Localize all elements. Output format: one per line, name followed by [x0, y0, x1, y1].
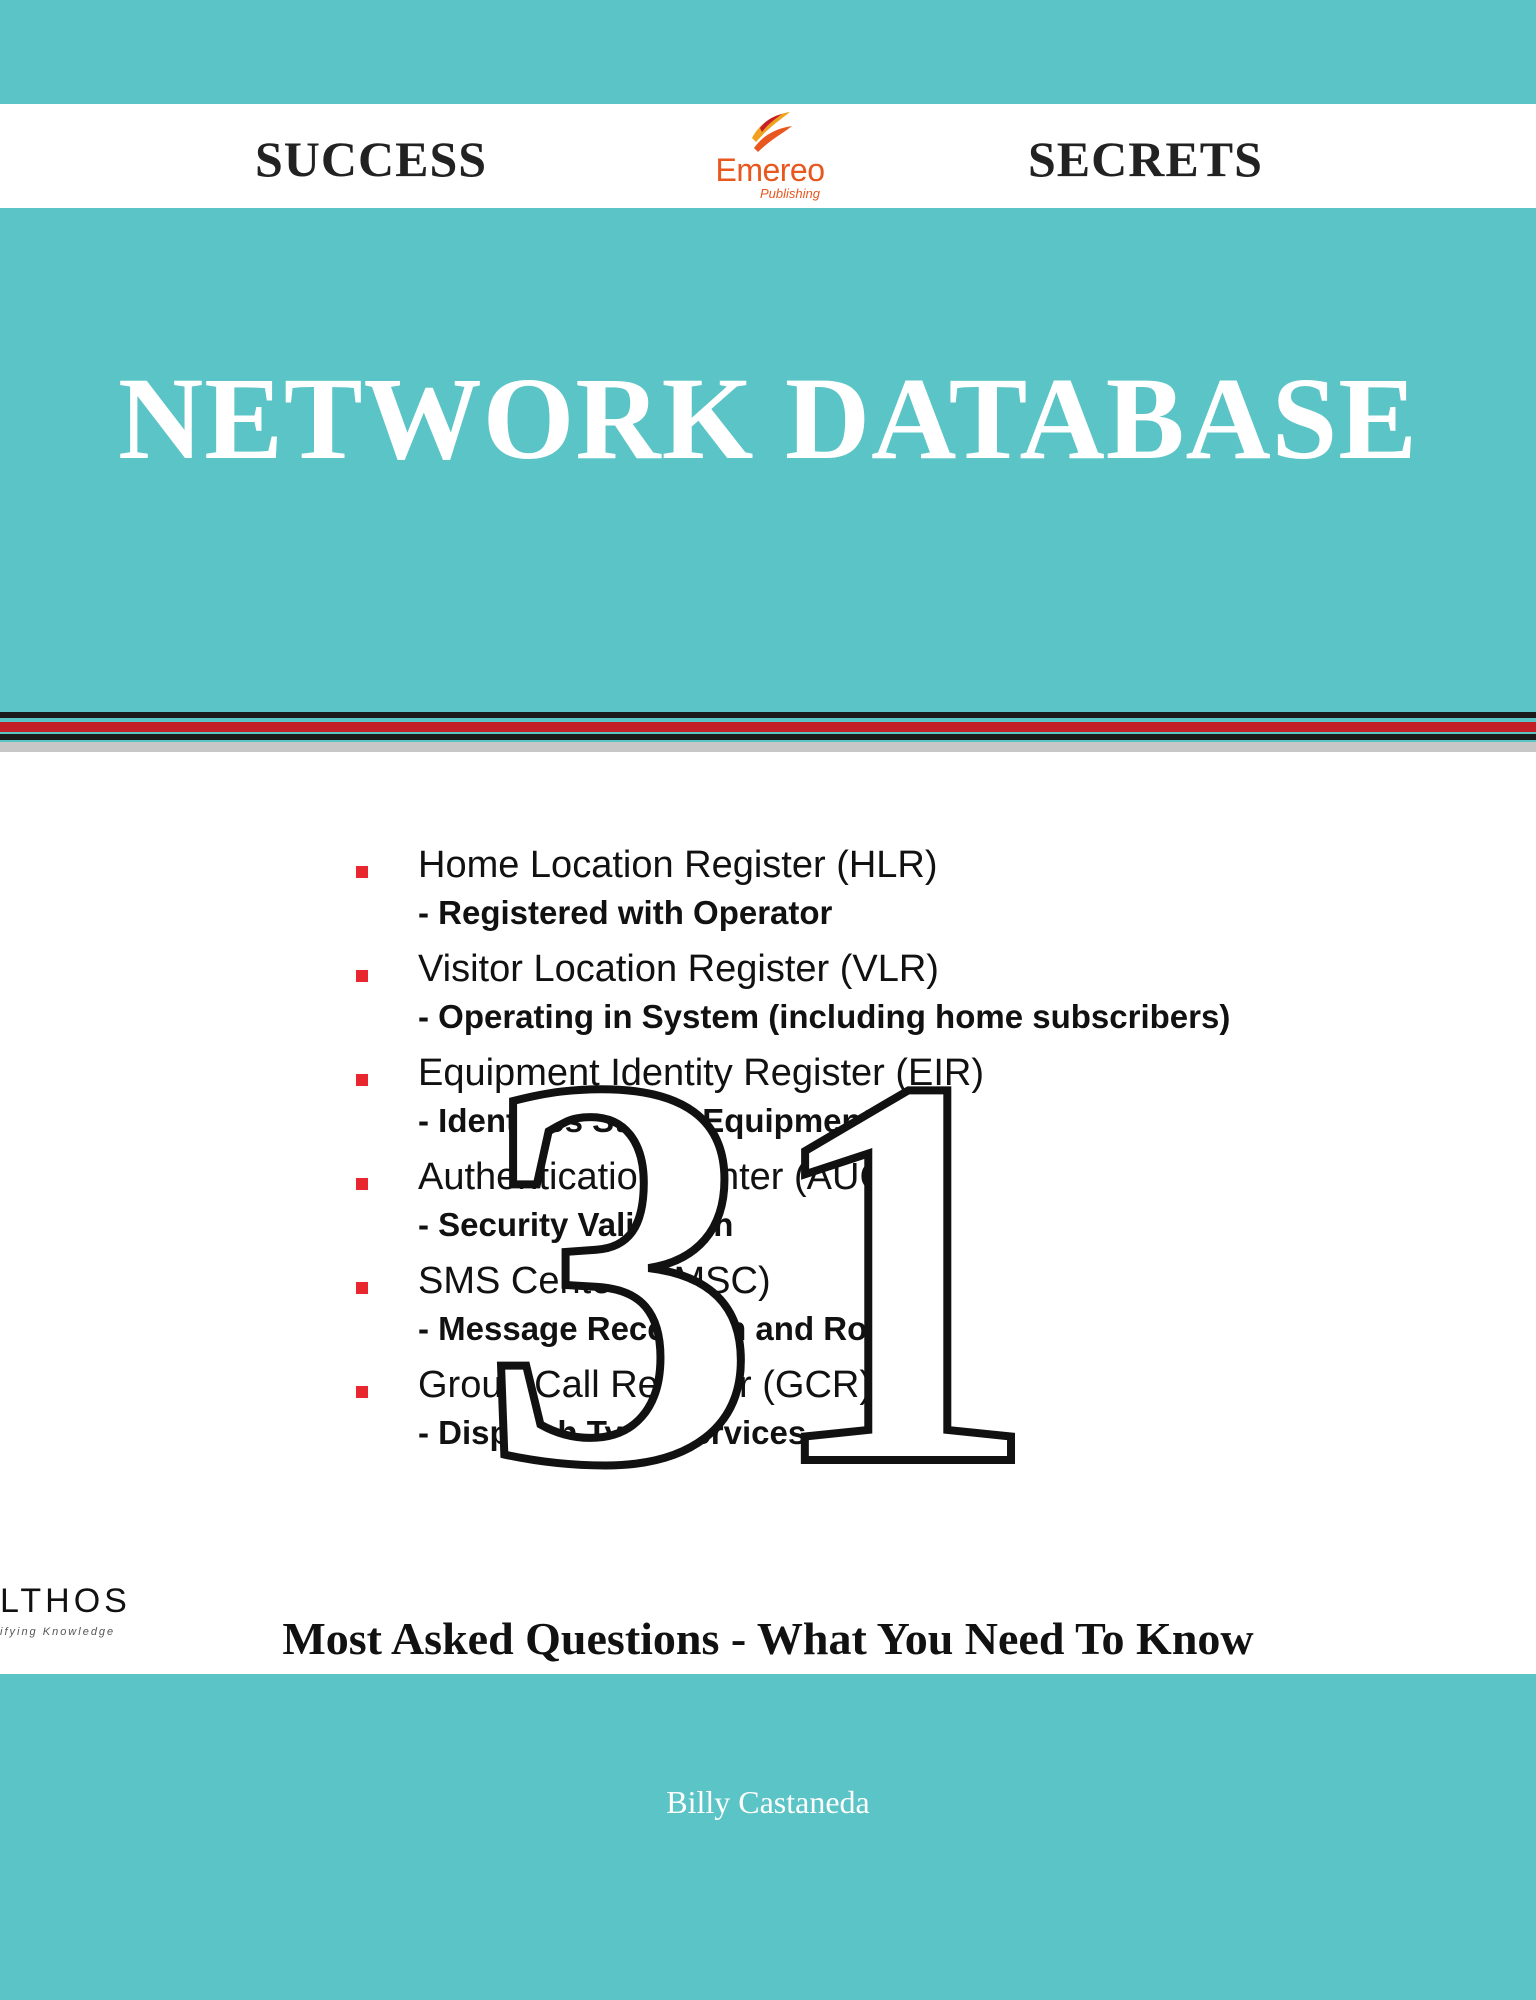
bullet-detail: - Dispatch Type Services	[418, 1414, 807, 1451]
bullet-icon	[356, 1178, 368, 1190]
bullet-heading: Group Call Register (GCR)	[418, 1364, 872, 1406]
divider-stripes	[0, 708, 1536, 752]
stripe-grey	[0, 742, 1536, 752]
bullet-icon	[356, 1282, 368, 1294]
header-right-word: SECRETS	[1028, 131, 1263, 187]
list-item: Group Call Register (GCR) - Dispatch Typ…	[350, 1364, 1350, 1468]
list-item: Equipment Identity Register (EIR) - Iden…	[350, 1052, 1350, 1156]
logo-name: Emereo	[715, 152, 825, 188]
list-item: SMS Center (SMSC) - Message Reception an…	[350, 1260, 1350, 1364]
bullet-detail: - Identifies Stolen Equipment	[418, 1102, 873, 1139]
brand-mark: LTHOS ifying Knowledge	[0, 1582, 200, 1662]
stripe-black-top	[0, 712, 1536, 718]
content-panel: Home Location Register (HLR) - Registere…	[0, 752, 1536, 1674]
bullet-icon	[356, 970, 368, 982]
book-title: NETWORK DATABASE	[118, 353, 1418, 484]
bullet-detail: - Operating in System (including home su…	[418, 998, 1231, 1035]
emereo-logo-icon	[752, 112, 792, 152]
bullet-heading: Authentication Center (AUC)	[418, 1156, 900, 1198]
top-band	[0, 0, 1536, 104]
bullet-icon	[356, 1074, 368, 1086]
publisher-logo: Emereo Publishing	[690, 108, 850, 204]
list-item: Home Location Register (HLR) - Registere…	[350, 844, 1350, 948]
bullet-heading: SMS Center (SMSC)	[418, 1260, 771, 1302]
logo-subtitle: Publishing	[760, 186, 820, 201]
title-band: NETWORK DATABASE	[0, 208, 1536, 708]
bullet-detail: - Message Reception and Routing	[418, 1310, 948, 1347]
stripe-red	[0, 722, 1536, 732]
header-left-word: SUCCESS	[255, 131, 488, 187]
bullet-detail: - Registered with Operator	[418, 894, 833, 931]
stripe-black-bottom	[0, 734, 1536, 740]
bullet-heading: Visitor Location Register (VLR)	[418, 948, 939, 990]
header-strip: SUCCESS Emereo Publishing SECRETS	[0, 104, 1536, 208]
bottom-band: Billy Castaneda	[0, 1674, 1536, 2000]
bullet-detail: - Security Validation	[418, 1206, 734, 1243]
big-number-31: 31	[480, 990, 1040, 1510]
list-item: Authentication Center (AUC) - Security V…	[350, 1156, 1350, 1260]
bullet-icon	[356, 1386, 368, 1398]
author-name: Billy Castaneda	[666, 1784, 870, 1820]
brand-name: LTHOS	[0, 1582, 131, 1620]
subtitle: Most Asked Questions - What You Need To …	[282, 1613, 1254, 1664]
big-number-text: 31	[480, 990, 1040, 1510]
bullet-icon	[356, 866, 368, 878]
bullet-heading: Home Location Register (HLR)	[418, 844, 938, 886]
brand-tagline: ifying Knowledge	[0, 1626, 116, 1638]
list-item: Visitor Location Register (VLR) - Operat…	[350, 948, 1350, 1052]
bullet-heading: Equipment Identity Register (EIR)	[418, 1052, 985, 1094]
